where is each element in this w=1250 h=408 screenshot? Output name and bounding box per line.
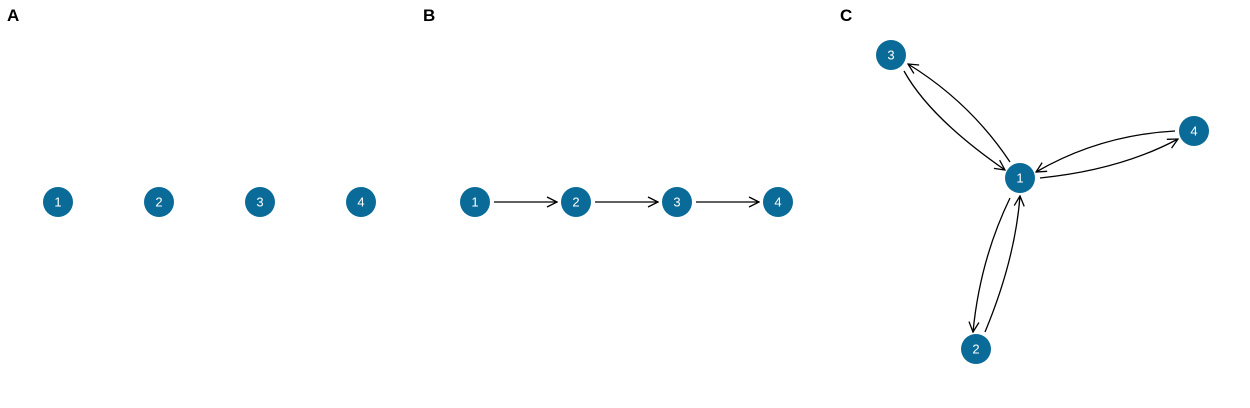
panel-c-node-1: 1 bbox=[1005, 163, 1035, 193]
svg-text:3: 3 bbox=[887, 48, 894, 63]
svg-text:4: 4 bbox=[1190, 124, 1197, 139]
panel-label-a: A bbox=[7, 6, 19, 25]
edge-1-4 bbox=[1039, 139, 1178, 179]
svg-text:3: 3 bbox=[256, 195, 263, 210]
edge-2-1-c bbox=[984, 196, 1020, 333]
panel-b: B 1 2 3 4 bbox=[423, 6, 793, 217]
svg-text:4: 4 bbox=[774, 195, 781, 210]
panel-a-node-3: 3 bbox=[245, 187, 275, 217]
panel-c-node-3: 3 bbox=[876, 40, 906, 70]
panel-a-node-1: 1 bbox=[43, 187, 73, 217]
panel-b-node-3: 3 bbox=[662, 187, 692, 217]
svg-text:2: 2 bbox=[572, 195, 579, 210]
edge-1-3 bbox=[908, 64, 1011, 163]
panel-a: A 1 2 3 4 bbox=[7, 6, 376, 217]
svg-text:2: 2 bbox=[155, 195, 162, 210]
panel-b-node-1: 1 bbox=[460, 187, 490, 217]
panel-b-node-4: 4 bbox=[763, 187, 793, 217]
edge-1-2-c bbox=[973, 197, 1011, 332]
svg-text:3: 3 bbox=[673, 195, 680, 210]
panel-label-c: C bbox=[840, 6, 852, 25]
panel-b-node-2: 2 bbox=[561, 187, 591, 217]
svg-text:2: 2 bbox=[972, 342, 979, 357]
svg-text:1: 1 bbox=[1016, 171, 1023, 186]
panel-c-node-2: 2 bbox=[961, 334, 991, 364]
edge-3-1 bbox=[903, 70, 1005, 170]
svg-text:1: 1 bbox=[471, 195, 478, 210]
edge-4-1 bbox=[1036, 130, 1176, 172]
panel-a-node-2: 2 bbox=[144, 187, 174, 217]
panel-a-node-4: 4 bbox=[346, 187, 376, 217]
panel-label-b: B bbox=[423, 6, 435, 25]
panel-c-node-4: 4 bbox=[1179, 116, 1209, 146]
svg-text:4: 4 bbox=[357, 195, 364, 210]
svg-text:1: 1 bbox=[54, 195, 61, 210]
panel-c: C 1 2 3 4 bbox=[840, 6, 1209, 364]
